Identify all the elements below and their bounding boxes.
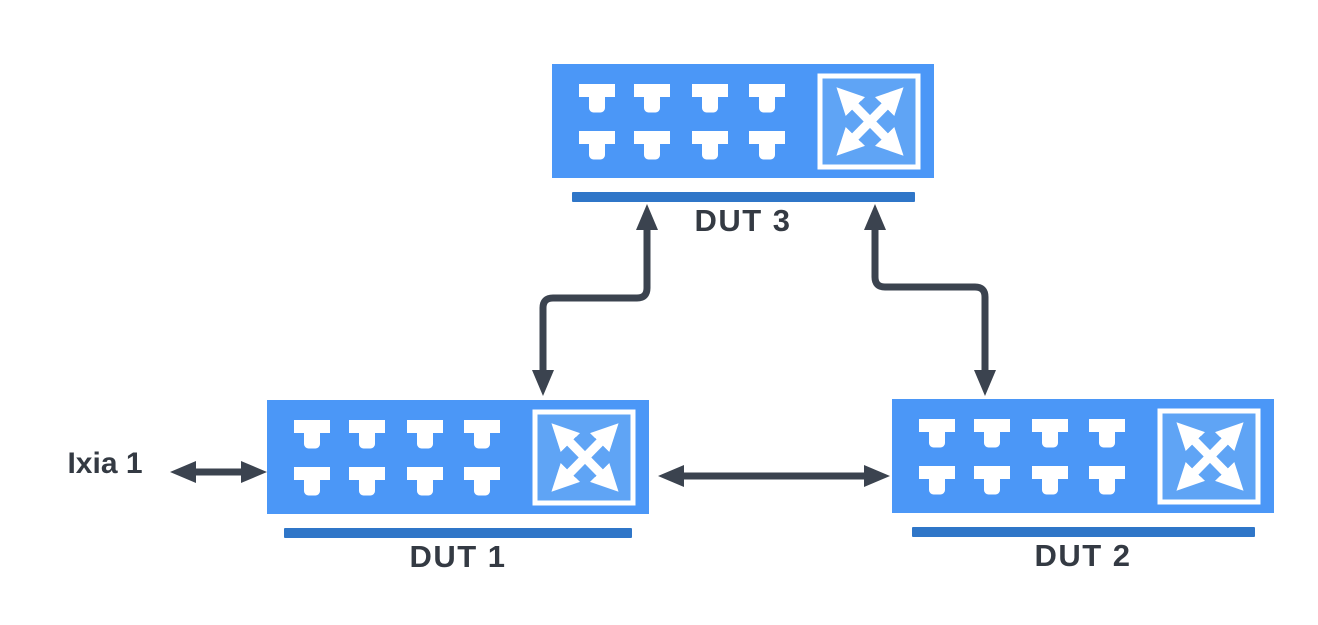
switch-base-bar — [571, 192, 915, 202]
node-dut3: DUT 3 — [552, 64, 934, 239]
switch-base-bar — [284, 528, 632, 538]
node-dut1: DUT 1 — [267, 400, 649, 575]
node-label-dut3: DUT 3 — [694, 203, 792, 238]
link-ixia1-dut1 — [170, 461, 267, 483]
node-dut2: DUT 2 — [892, 399, 1274, 574]
link-dut2-dut3 — [864, 204, 996, 396]
node-label-dut2: DUT 2 — [1034, 538, 1132, 573]
switch-icon — [892, 399, 1274, 513]
switch-icon — [267, 400, 649, 514]
switch-icon — [552, 64, 934, 178]
link-dut1-dut3 — [532, 204, 658, 396]
node-label-dut1: DUT 1 — [409, 539, 507, 574]
switch-base-bar — [911, 527, 1255, 537]
link-dut1-dut2 — [658, 465, 890, 487]
node-ixia1-label: Ixia 1 — [67, 447, 143, 480]
